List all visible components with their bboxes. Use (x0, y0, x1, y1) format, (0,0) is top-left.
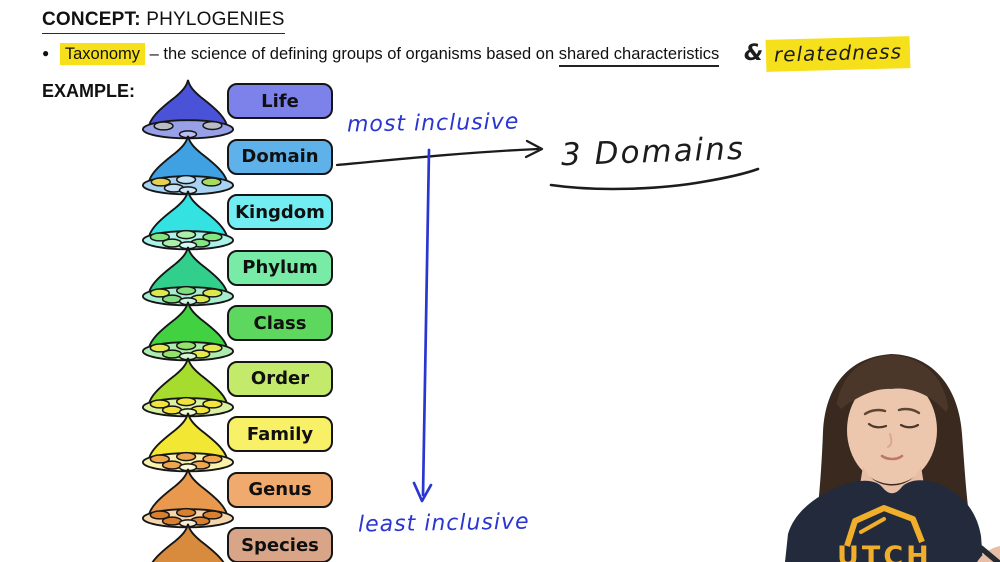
level-label-domain: Domain (227, 138, 333, 175)
domain-arrowhead-icon (524, 139, 544, 159)
egg (202, 398, 223, 409)
egg (202, 509, 223, 520)
level-label-life: Life (227, 83, 333, 119)
presenter: UTCH (785, 354, 1000, 562)
marker-icon (978, 545, 1000, 562)
egg (175, 340, 197, 351)
concept-label: CONCEPT: (42, 9, 141, 30)
shirt-text: UTCH (837, 541, 932, 562)
egg (149, 509, 170, 520)
dome-order (141, 357, 235, 417)
egg (150, 176, 171, 187)
concept-title: PHYLOGENIES (146, 9, 285, 30)
definition-line: ● Taxonomy – the science of defining gro… (42, 43, 720, 67)
egg (175, 174, 197, 184)
dome-domain (141, 135, 235, 195)
note-most-inclusive: most inclusive (346, 109, 520, 138)
definition-text: – the science of defining groups of orga… (149, 45, 555, 63)
egg (202, 287, 223, 298)
level-label-phylum: Phylum (227, 249, 333, 286)
term-taxonomy: Taxonomy (59, 43, 146, 65)
egg (175, 507, 197, 517)
level-label-species: Species (227, 527, 333, 562)
clutch-logo-icon (844, 505, 925, 547)
dome-genus (141, 468, 235, 528)
underlined-phrase: shared characteristics (558, 45, 720, 67)
inclusive-arrow (421, 148, 431, 497)
clutch-logo-inner-line (859, 517, 886, 534)
dome-phylum (141, 246, 235, 306)
presenter-face (847, 376, 937, 484)
presenter-eyebrow-right (897, 407, 921, 415)
egg (153, 121, 174, 131)
inclusive-arrowhead-icon (412, 481, 433, 503)
level-label-class: Class (227, 305, 333, 341)
presenter-nose (887, 433, 893, 448)
dome-cap (151, 523, 225, 562)
level-label-genus: Genus (227, 471, 333, 508)
presenter-eye-left (867, 422, 888, 429)
dome-life (141, 79, 235, 140)
level-label-kingdom: Kingdom (227, 194, 333, 230)
domain-arrow (335, 147, 540, 167)
egg (149, 232, 170, 242)
note-least-inclusive: least inclusive (357, 509, 530, 538)
level-label-family: Family (227, 416, 333, 452)
egg (149, 287, 170, 298)
dome-species (151, 523, 225, 562)
egg (175, 285, 197, 295)
presenter-eye-right (899, 423, 920, 429)
ampersand-ink: & (744, 41, 765, 66)
handwritten-relatedness: relatedness (765, 36, 911, 72)
egg (202, 343, 223, 353)
note-3-domains: 3 Domains (560, 130, 746, 174)
bullet-icon: ● (42, 46, 50, 60)
level-label-order: Order (227, 360, 333, 397)
dome-kingdom (141, 190, 235, 251)
egg (175, 451, 197, 462)
egg (175, 229, 197, 240)
presenter-mouth (880, 454, 904, 461)
dome-family (141, 412, 235, 473)
presenter-fringe (835, 355, 949, 416)
example-label: EXAMPLE: (42, 81, 136, 101)
egg (202, 120, 223, 131)
dome-class (141, 301, 235, 362)
egg (201, 176, 222, 187)
egg (202, 232, 223, 242)
egg (149, 454, 170, 464)
egg (149, 398, 170, 409)
egg (149, 343, 170, 353)
egg (175, 396, 197, 406)
presenter-eyebrow-left (863, 408, 887, 416)
egg (202, 454, 223, 464)
page-title: CONCEPT: PHYLOGENIES (42, 9, 285, 34)
